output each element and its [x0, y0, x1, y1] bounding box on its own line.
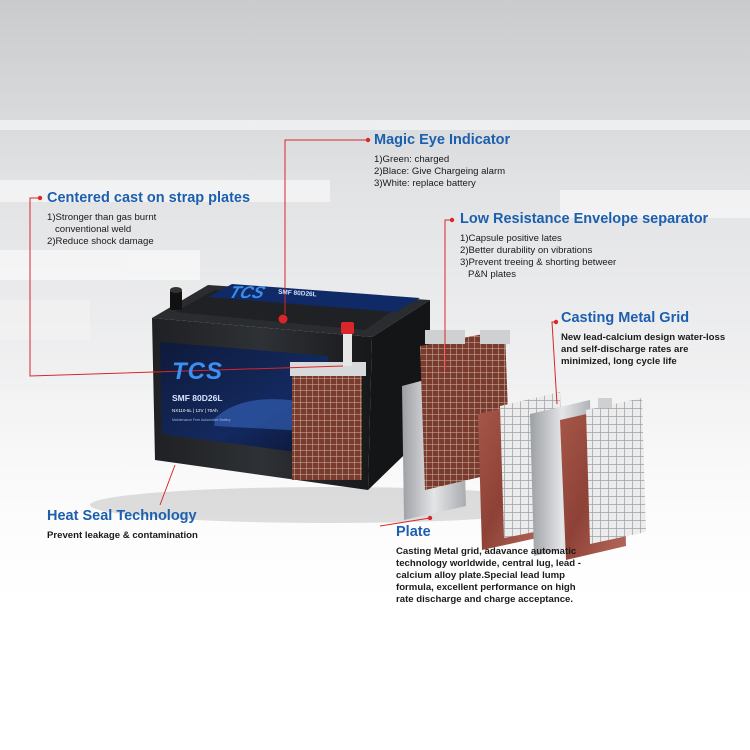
- callout-envelope-separator: Low Resistance Envelope separator 1)Caps…: [460, 211, 708, 281]
- casting-grid-text: New lead-calcium design water-loss and s…: [561, 332, 726, 367]
- callout-line: 1)Green: charged: [374, 154, 450, 165]
- magic-eye-title: Magic Eye Indicator: [374, 132, 511, 148]
- callout-line: 3)Prevent treeing & shorting betweer: [460, 257, 617, 268]
- label-spec-code: NX110-5L: [172, 408, 192, 413]
- strap-plates-title: Centered cast on strap plates: [47, 190, 251, 206]
- heat-seal-title: Heat Seal Technology: [47, 508, 197, 524]
- exploded-plates: [402, 330, 646, 560]
- heat-seal-text: Prevent leakage & contamination: [47, 530, 198, 541]
- plate-text: Casting Metal grid, adavance automatic t…: [396, 546, 581, 605]
- lid-brand-logo: TCS: [226, 283, 268, 302]
- label-capacity: 70Ah: [207, 408, 218, 413]
- callout-line: P&N plates: [460, 269, 516, 280]
- callout-line: 3)White: replace battery: [374, 178, 476, 189]
- callout-heat-seal: Heat Seal Technology Prevent leakage & c…: [47, 508, 198, 542]
- callout-line: 2)Blace: Give Chargeing alarm: [374, 166, 506, 177]
- label-brand-logo: TCS: [172, 358, 223, 385]
- callout-casting-grid: Casting Metal Grid New lead-calcium desi…: [561, 310, 731, 368]
- callout-line: 1)Capsule positive lates: [460, 233, 562, 244]
- background-lights: [0, 120, 750, 340]
- magic-eye-dot: [278, 314, 288, 324]
- battery-body: [152, 284, 430, 490]
- callout-line: 2)Better durability on vibrations: [460, 245, 593, 256]
- leader-dots: [37, 137, 559, 521]
- label-model-text: SMF 80D26L: [172, 393, 223, 403]
- callout-line: 1)Stronger than gas burnt: [47, 212, 157, 223]
- separator-title: Low Resistance Envelope separator: [460, 211, 709, 227]
- label-voltage: 12V: [195, 408, 204, 413]
- casting-grid-title: Casting Metal Grid: [561, 310, 690, 326]
- label-spec-row: NX110-5L | 12V | 70Ah: [172, 408, 218, 413]
- strap-plates-list: 1)Stronger than gas burnt conventional w…: [47, 212, 250, 248]
- internal-cells: [292, 372, 362, 480]
- callout-plate: Plate Casting Metal grid, adavance autom…: [396, 524, 586, 606]
- plate-title: Plate: [396, 524, 431, 540]
- callout-strap-plates: Centered cast on strap plates 1)Stronger…: [47, 190, 250, 248]
- lead-grid: [586, 398, 646, 544]
- callout-line: 2)Reduce shock damage: [47, 236, 154, 247]
- label-tagline: Maintenance Free Automotive Battery: [172, 418, 231, 422]
- callout-line: conventional weld: [47, 224, 132, 235]
